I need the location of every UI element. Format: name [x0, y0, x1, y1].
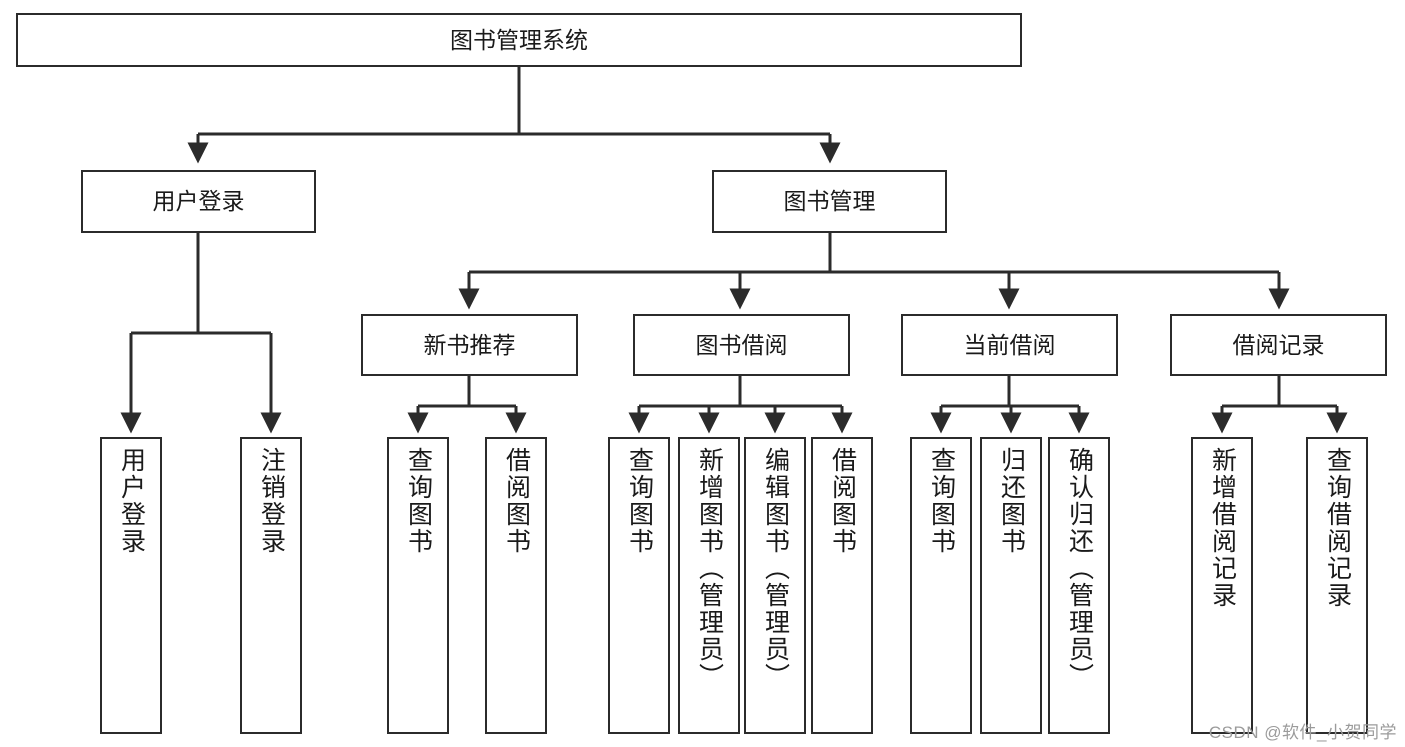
node-borrow-record[interactable]: 借阅记录 — [1170, 314, 1387, 376]
node-new-book-recommend[interactable]: 新书推荐 — [361, 314, 578, 376]
node-label: 图书借阅 — [695, 331, 788, 358]
node-label: 新增借阅记录 — [1208, 447, 1237, 609]
leaf-new-book-query[interactable]: 查询图书 — [387, 437, 449, 734]
leaf-book-borrow-borrow[interactable]: 借阅图书 — [811, 437, 873, 734]
node-label: 编辑图书（管理员） — [761, 447, 790, 690]
node-book-management[interactable]: 图书管理 — [712, 170, 947, 233]
node-label: 查询图书 — [927, 447, 956, 555]
leaf-current-borrow-return[interactable]: 归还图书 — [980, 437, 1042, 734]
node-label: 借阅图书 — [502, 447, 531, 555]
node-label: 注销登录 — [257, 447, 286, 555]
node-label: 新书推荐 — [423, 331, 516, 358]
leaf-user-login-login[interactable]: 用户登录 — [100, 437, 162, 734]
leaf-current-borrow-confirm-return[interactable]: 确认归还（管理员） — [1048, 437, 1110, 734]
node-current-borrow[interactable]: 当前借阅 — [901, 314, 1118, 376]
node-label: 当前借阅 — [963, 331, 1056, 358]
node-label: 查询图书 — [625, 447, 654, 555]
leaf-borrow-record-add[interactable]: 新增借阅记录 — [1191, 437, 1253, 734]
node-label: 确认归还（管理员） — [1065, 447, 1094, 690]
node-label: 查询图书 — [404, 447, 433, 555]
node-label: 新增图书（管理员） — [695, 447, 724, 690]
node-label: 借阅图书 — [828, 447, 857, 555]
leaf-user-login-logout[interactable]: 注销登录 — [240, 437, 302, 734]
node-label: 用户登录 — [152, 188, 245, 215]
node-label: 查询借阅记录 — [1323, 447, 1352, 609]
leaf-new-book-borrow[interactable]: 借阅图书 — [485, 437, 547, 734]
leaf-borrow-record-query[interactable]: 查询借阅记录 — [1306, 437, 1368, 734]
leaf-book-borrow-edit[interactable]: 编辑图书（管理员） — [744, 437, 806, 734]
node-user-login[interactable]: 用户登录 — [81, 170, 316, 233]
node-root-system[interactable]: 图书管理系统 — [16, 13, 1022, 67]
node-label: 归还图书 — [997, 447, 1026, 555]
node-label: 借阅记录 — [1232, 331, 1325, 358]
leaf-current-borrow-query[interactable]: 查询图书 — [910, 437, 972, 734]
node-label: 图书管理 — [783, 188, 876, 215]
node-label: 用户登录 — [117, 447, 146, 555]
node-book-borrow[interactable]: 图书借阅 — [633, 314, 850, 376]
node-label: 图书管理系统 — [450, 26, 588, 53]
leaf-book-borrow-add[interactable]: 新增图书（管理员） — [678, 437, 740, 734]
leaf-book-borrow-query[interactable]: 查询图书 — [608, 437, 670, 734]
